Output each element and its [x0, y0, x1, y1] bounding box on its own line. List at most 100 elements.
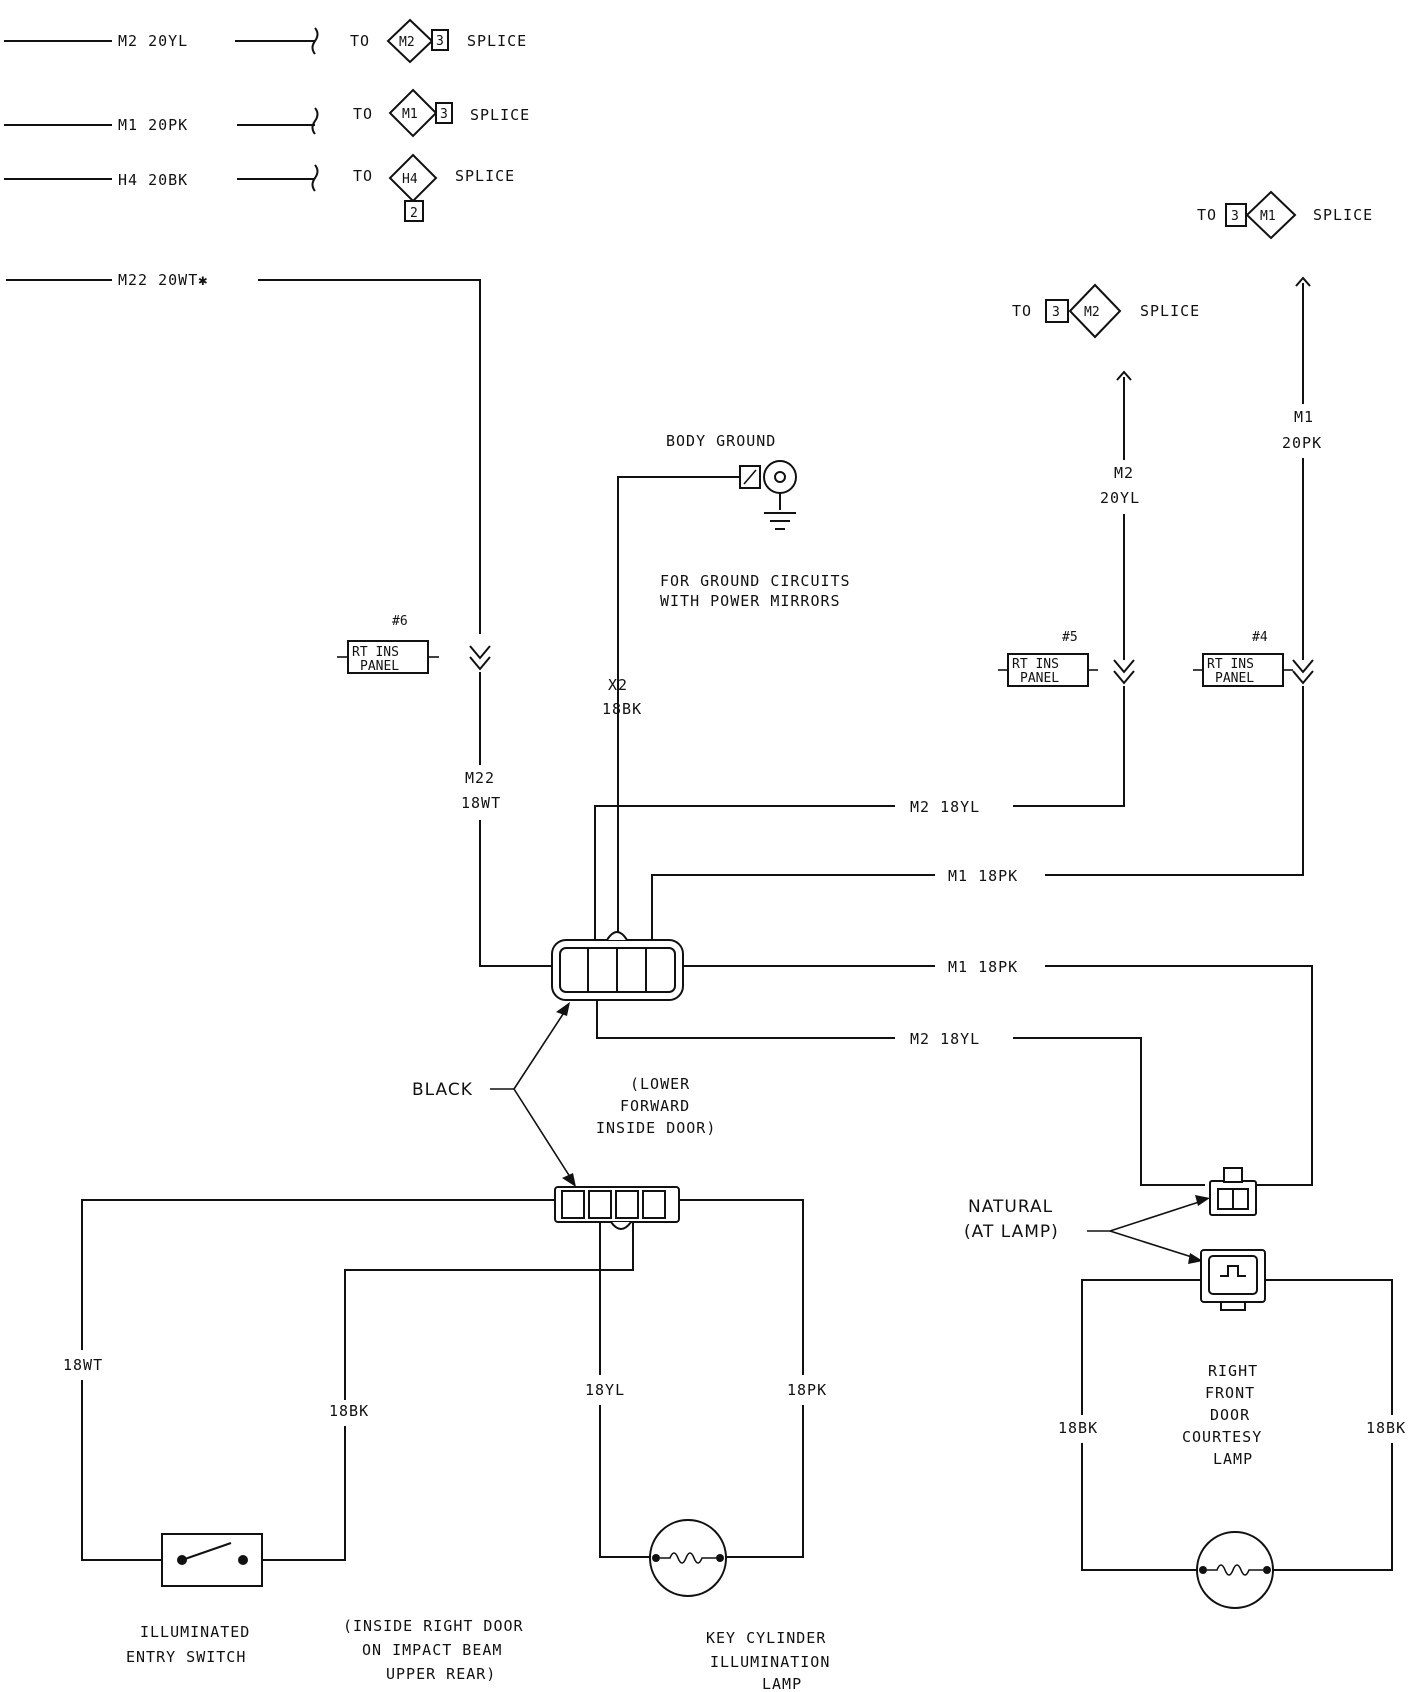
pin-box [431, 29, 449, 51]
switch-label-1: ILLUMINATED [140, 1623, 250, 1641]
wire-label-m2-18yl-upper: M2 18YL [910, 798, 980, 816]
wire-label-h4-20bk: H4 20BK [118, 171, 188, 189]
wire-break-icon [1295, 276, 1311, 287]
pin-box [435, 102, 453, 124]
splice-label: SPLICE [1140, 302, 1200, 320]
switch-location-3: UPPER REAR) [386, 1665, 496, 1683]
wire-code: M22 [465, 769, 495, 787]
wire-label-lamp-left: 18BK [1058, 1419, 1098, 1437]
location-line2: FORWARD [620, 1097, 690, 1115]
splice-pin: 2 [410, 206, 418, 221]
splice-diamond-icon [388, 88, 438, 138]
switch-side-connector [554, 1186, 680, 1230]
courtesy-lamp-connector-bottom [1200, 1249, 1266, 1311]
wire-break-icon [1116, 370, 1132, 381]
connector-chevron-icon [1113, 659, 1135, 685]
ground-title: BODY GROUND [666, 432, 776, 450]
lamp-bulb-icon [1196, 1531, 1274, 1609]
illuminated-entry-switch: ILLUMINATED ENTRY SWITCH (INSIDE RIGHT D… [126, 1533, 524, 1683]
panel-line2: PANEL [360, 659, 399, 674]
splice-id: M1 [402, 107, 418, 122]
wire-label-18bk: 18BK [329, 1402, 369, 1420]
connector-chevron-icon [1292, 659, 1314, 685]
wire-label-m2-18yl-lower: M2 18YL [910, 1030, 980, 1048]
wire-label-m1-18pk-upper: M1 18PK [948, 867, 1018, 885]
natural-label-2: (AT LAMP) [964, 1222, 1059, 1242]
circuit-m22: M22 20WT✱ [6, 271, 481, 634]
splice-id: M2 [1084, 305, 1100, 320]
splice-pin: 3 [1052, 305, 1060, 320]
to-label: TO [350, 32, 370, 50]
wire-gauge: 20YL [1100, 489, 1140, 507]
circuit-m1-top: M1 20PK TO M1 3 SPLICE [4, 88, 530, 138]
wire-code: M1 [1294, 408, 1314, 426]
wire-code: X2 [608, 676, 628, 694]
wire-gauge: 18WT [461, 794, 501, 812]
pin-box [1045, 299, 1069, 323]
splice-label: SPLICE [455, 167, 515, 185]
ground-note-1: FOR GROUND CIRCUITS [660, 572, 851, 590]
to-label: TO [353, 105, 373, 123]
wire-label-18pk: 18PK [787, 1381, 827, 1399]
connector-chevron-icon [469, 645, 491, 671]
splice-pin: 3 [1231, 209, 1239, 224]
to-label: TO [1012, 302, 1032, 320]
panel-line1: RT INS [1012, 657, 1059, 672]
courtesy-label-3: DOOR [1210, 1406, 1250, 1424]
body-ground: BODY GROUND FOR GROUND CIRCUITS WITH POW… [602, 432, 851, 942]
splice-diamond-icon [1068, 283, 1122, 339]
wire-label-m1-18pk-lower: M1 18PK [948, 958, 1018, 976]
wire-gauge: 20PK [1282, 434, 1322, 452]
panel-connector-6: #6 RT INS PANEL [337, 614, 491, 674]
panel-num: #4 [1252, 630, 1268, 645]
panel-line2: PANEL [1020, 671, 1059, 686]
panel-line1: RT INS [1207, 657, 1254, 672]
wire-label-lamp-right: 18BK [1366, 1419, 1406, 1437]
splice-label: SPLICE [470, 106, 530, 124]
lamp-bulb-icon [649, 1519, 727, 1597]
switch-location-1: (INSIDE RIGHT DOOR [343, 1617, 524, 1635]
wire-break-icon [311, 27, 319, 55]
black-connector-callout: BLACK (LOWER FORWARD INSIDE DOOR) [412, 1002, 716, 1187]
panel-line2: PANEL [1215, 671, 1254, 686]
splice-id: M2 [399, 35, 415, 50]
circuit-m2-top: M2 20YL TO M2 3 SPLICE [4, 18, 527, 64]
pin-box [404, 200, 424, 222]
panel-num: #6 [392, 614, 408, 629]
splice-diamond-icon [1245, 190, 1297, 240]
splice-label: SPLICE [467, 32, 527, 50]
key-cylinder-lamp: KEY CYLINDER ILLUMINATION LAMP [649, 1519, 830, 1692]
splice-pin: 3 [436, 34, 444, 49]
splice-id: H4 [402, 172, 418, 187]
key-lamp-label-3: LAMP [762, 1675, 802, 1692]
key-lamp-label-2: ILLUMINATION [710, 1653, 830, 1671]
switch-location-2: ON IMPACT BEAM [362, 1641, 502, 1659]
ground-note-2: WITH POWER MIRRORS [660, 592, 841, 610]
ground-stud-icon [763, 460, 797, 494]
wire-code: M2 [1114, 464, 1134, 482]
wire-label-m2-20yl: M2 20YL [118, 32, 188, 50]
wire-gauge: 18BK [602, 700, 642, 718]
courtesy-label-1: RIGHT [1208, 1362, 1258, 1380]
location-line3: INSIDE DOOR) [596, 1119, 716, 1137]
panel-connector-4: #4 RT INS PANEL [1193, 630, 1314, 687]
horizontal-wires: M2 18YL M1 18PK M1 18PK M2 18YL [594, 686, 1313, 1186]
splice-m1-right: TO 3 M1 SPLICE [1197, 190, 1373, 240]
splice-label: SPLICE [1313, 206, 1373, 224]
black-label: BLACK [412, 1080, 473, 1100]
location-line1: (LOWER [630, 1075, 690, 1093]
panel-connector-5: #5 RT INS PANEL [998, 630, 1135, 687]
key-lamp-label-1: KEY CYLINDER [706, 1629, 826, 1647]
courtesy-lamp-circuit: 18BK 18BK RIGHT FRONT DOOR COURTESY LAMP [1058, 1279, 1406, 1609]
splice-pin: 3 [440, 107, 448, 122]
natural-callout: NATURAL (AT LAMP) [964, 1195, 1210, 1264]
to-label: TO [353, 167, 373, 185]
panel-line1: RT INS [352, 645, 399, 660]
door-harness-connector [551, 931, 684, 1001]
wire-break-icon [311, 164, 319, 192]
to-label: TO [1197, 206, 1217, 224]
wire-label-m22-20wt: M22 20WT✱ [118, 271, 208, 289]
splice-diamond-icon [386, 18, 434, 64]
vertical-wire-m1-right: M1 20PK [1282, 276, 1322, 660]
